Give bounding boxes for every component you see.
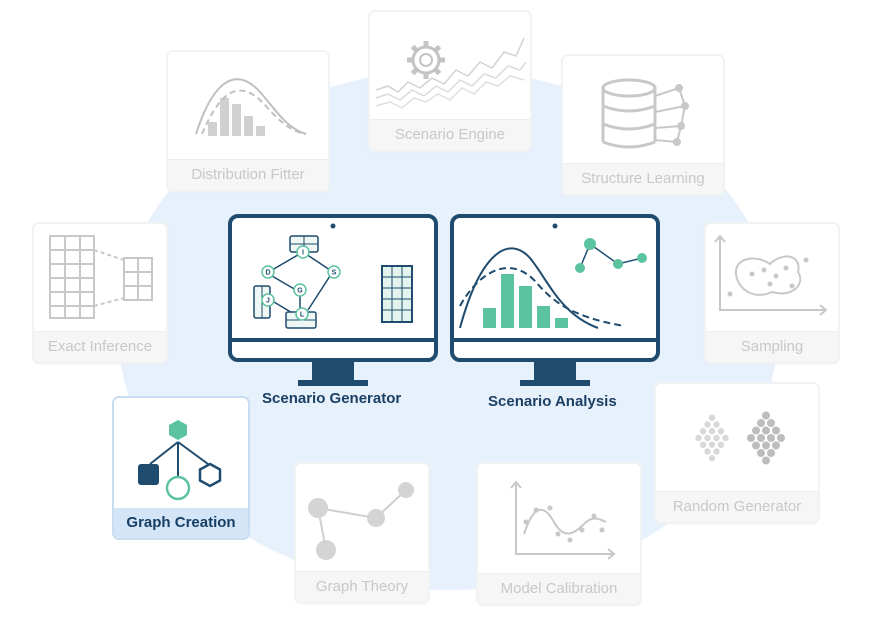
camera-dot (552, 223, 558, 229)
random-dot (704, 434, 711, 442)
card-label: Distribution Fitter (168, 159, 328, 190)
card-random-generator[interactable]: Random Generator (656, 384, 818, 522)
card-label: Graph Theory (296, 571, 428, 602)
random-dot (708, 428, 716, 435)
random-dot (762, 456, 770, 465)
card-label: Model Calibration (478, 573, 640, 604)
random-dot (777, 434, 785, 442)
card-scenario-engine[interactable]: Scenario Engine (370, 12, 530, 150)
random-dot (752, 441, 760, 450)
card-exact-inference[interactable]: Exact Inference (34, 224, 166, 362)
monitor-scenario-generator: I D S G J L (228, 214, 438, 386)
card-sampling[interactable]: Sampling (706, 224, 838, 362)
random-dot (767, 434, 775, 442)
node-L: L (300, 312, 305, 319)
card-label: Scenario Engine (370, 119, 530, 150)
scatter-cluster-icon (714, 234, 828, 316)
random-dot (762, 441, 770, 450)
database-network-icon (601, 78, 689, 149)
random-dot (772, 426, 780, 435)
random-dot (767, 449, 775, 457)
monitor-scenario-analysis (450, 214, 660, 386)
random-dot (708, 455, 716, 462)
random-dot (722, 434, 729, 442)
random-dot (717, 441, 725, 448)
random-dot (704, 448, 711, 455)
node-G: G (297, 288, 303, 295)
random-dot (708, 414, 716, 421)
node-J: J (266, 298, 270, 305)
card-label: Graph Creation (114, 508, 248, 538)
card-label: Random Generator (656, 491, 818, 522)
random-dot (762, 411, 770, 420)
random-dot (747, 434, 755, 442)
random-dot (713, 448, 720, 455)
node-I: I (302, 250, 304, 257)
random-dot (699, 441, 707, 448)
dot-diamond-icon (695, 411, 785, 465)
random-dot (762, 426, 770, 435)
gear-timeseries-icon (375, 37, 527, 109)
camera-dot (330, 223, 336, 229)
random-dot (695, 434, 702, 442)
random-dot (752, 426, 760, 435)
node-S: S (332, 270, 337, 277)
curve-fit-icon (510, 480, 616, 560)
random-dot (757, 419, 765, 427)
table-grid-icon (381, 265, 413, 323)
histogram-bars (483, 274, 568, 328)
random-dot (767, 419, 775, 427)
random-dot (713, 434, 720, 442)
node-D: D (265, 270, 270, 277)
random-dot (757, 449, 765, 457)
random-dot (704, 421, 711, 428)
random-dot (757, 434, 765, 442)
scenario-generator-label: Scenario Generator (262, 390, 402, 407)
card-label: Sampling (706, 331, 838, 362)
random-dot (699, 428, 707, 435)
graph-shapes-icon (138, 420, 222, 501)
card-graph-theory[interactable]: Graph Theory (296, 464, 428, 602)
card-structure-learning[interactable]: Structure Learning (563, 56, 723, 194)
random-dot (717, 428, 725, 435)
line-plot-icon (575, 238, 647, 273)
node-link-icon (308, 482, 414, 560)
scenario-analysis-label: Scenario Analysis (488, 393, 617, 410)
random-dot (708, 441, 716, 448)
card-graph-creation[interactable]: Graph Creation (114, 398, 248, 538)
card-model-calibration[interactable]: Model Calibration (478, 464, 640, 604)
random-dot (713, 421, 720, 428)
card-label: Exact Inference (34, 331, 166, 362)
card-label: Structure Learning (563, 163, 723, 194)
random-dot (772, 441, 780, 450)
distribution-curve-icon (195, 78, 307, 136)
card-distribution-fitter[interactable]: Distribution Fitter (168, 52, 328, 190)
table-zoom-icon (49, 235, 153, 319)
